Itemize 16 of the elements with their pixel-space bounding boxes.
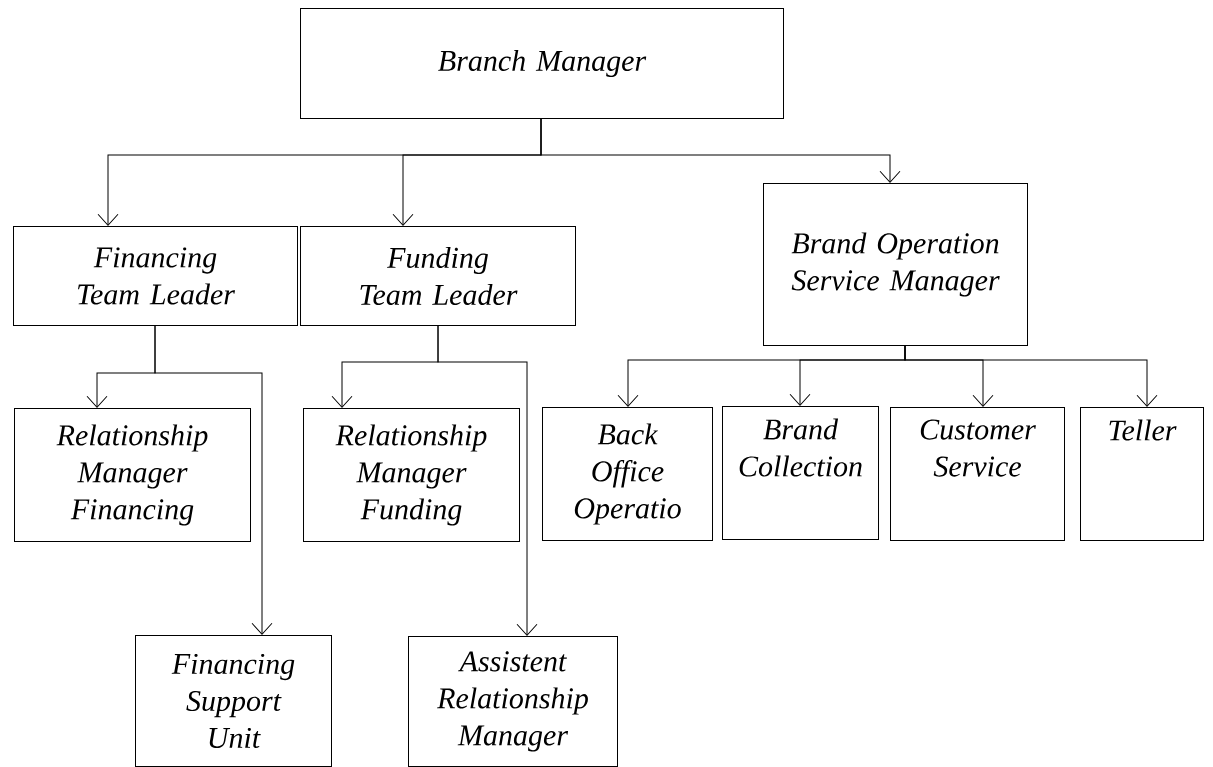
arrow <box>904 345 1158 407</box>
role-box: Brand Collection <box>722 406 879 540</box>
role-box: Relationship Manager Funding <box>303 408 520 542</box>
arrow <box>437 325 538 636</box>
arrow <box>154 325 273 635</box>
role-box: Assistent Relationship Manager <box>408 636 618 767</box>
arrow <box>540 118 901 183</box>
role-box: Brand Operation Service Manager <box>763 183 1028 346</box>
role-box: Branch Manager <box>300 8 784 119</box>
role-box: Teller <box>1080 407 1204 541</box>
role-box: Back Office Operatio <box>542 407 713 541</box>
role-box: Customer Service <box>890 407 1065 541</box>
role-box: Financing Team Leader <box>13 226 298 326</box>
role-box: Financing Support Unit <box>135 635 332 767</box>
role-box: Relationship Manager Financing <box>14 408 251 542</box>
role-box: Funding Team Leader <box>300 226 576 326</box>
